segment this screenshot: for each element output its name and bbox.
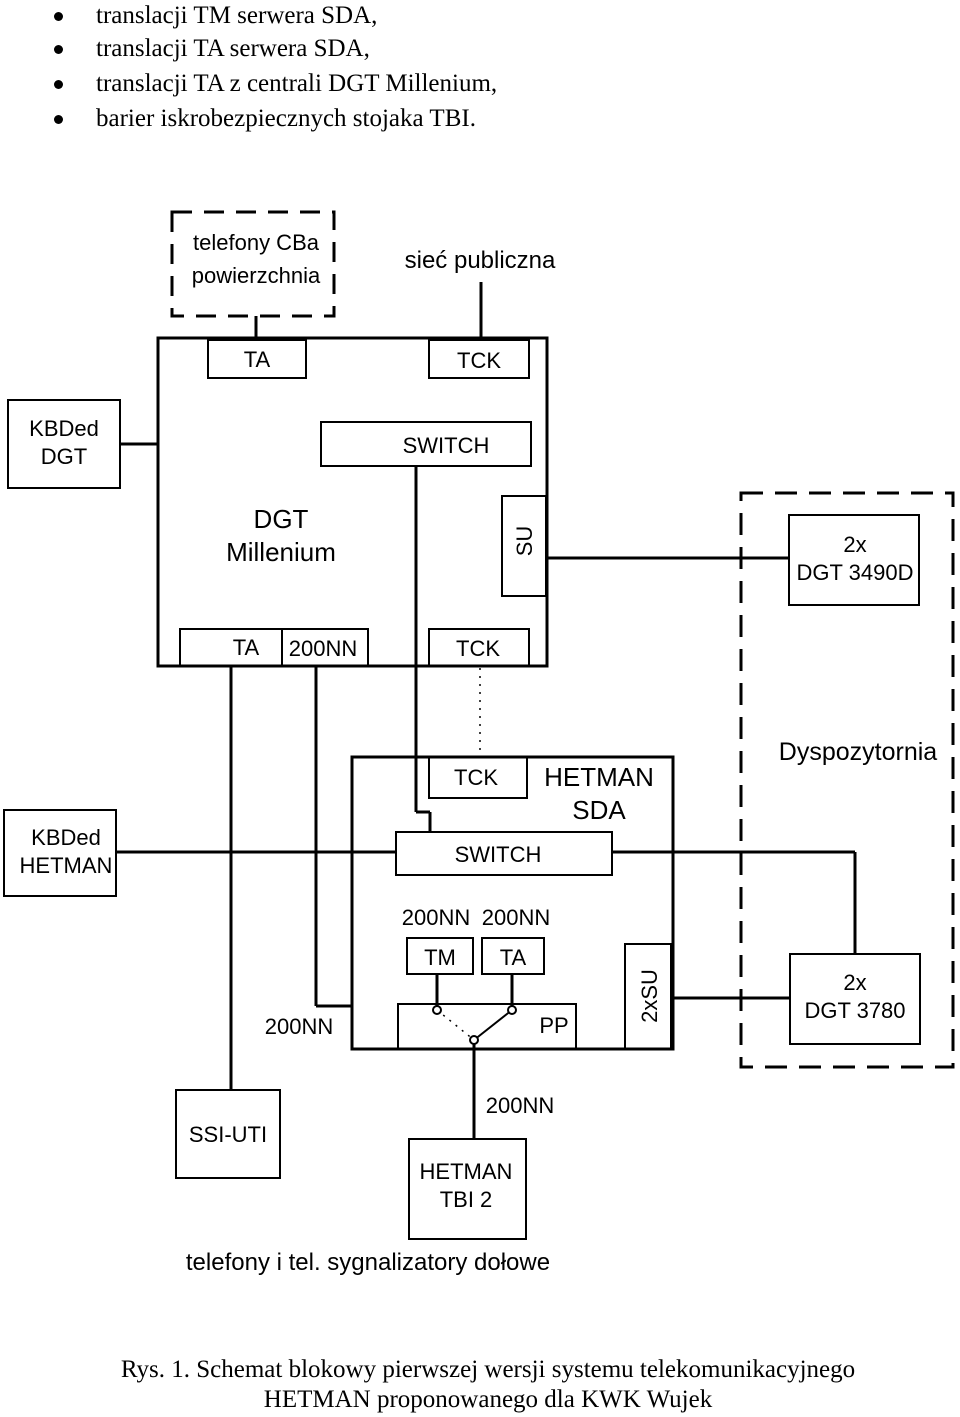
switch-sda-label: SWITCH <box>455 842 542 867</box>
dgt-millenium-line2: Millenium <box>226 537 336 567</box>
ta-bottom-label: TA <box>233 635 260 660</box>
underground-phones-label: telefony i tel. sygnalizatory dołowe <box>186 1249 550 1276</box>
bullet-item: translacji TA z centrali DGT Millenium, <box>96 70 498 97</box>
ta-200nn-bottom-box <box>179 628 369 667</box>
dgt3490-line2: DGT 3490D <box>797 560 914 585</box>
phones-cba-line2: powierzchnia <box>192 263 321 288</box>
bullet-dot <box>54 115 63 124</box>
nn-left-label: 200NN <box>265 1014 333 1039</box>
bullet-dot <box>54 80 63 89</box>
ta-sda-label: TA <box>500 945 527 970</box>
pp-label: PP <box>539 1013 568 1038</box>
dgt-millenium-box <box>156 336 549 668</box>
nn-tbi-label: 200NN <box>486 1093 554 1118</box>
nn-bottom-label: 200NN <box>289 636 357 661</box>
phones-cba-line1: telefony CBa <box>193 230 320 255</box>
dgt3490-line1: 2x <box>843 532 866 557</box>
two-su-label: 2xSU <box>637 969 662 1023</box>
caption-line1: Rys. 1. Schemat blokowy pierwszej wersji… <box>121 1356 855 1383</box>
dgt-millenium-line1: DGT <box>254 504 309 534</box>
kbded-dgt-line1: KBDed <box>29 416 99 441</box>
tck-bottom-label: TCK <box>456 636 500 661</box>
switch-dgt-box <box>320 421 532 467</box>
nn-tm-label: 200NN <box>402 905 470 930</box>
su-label: SU <box>512 526 537 557</box>
bullet-item: barier iskrobezpiecznych stojaka TBI. <box>96 105 476 132</box>
nn-ta-label: 200NN <box>482 905 550 930</box>
tck-top-label: TCK <box>457 348 501 373</box>
public-network-label: sieć publiczna <box>405 247 556 274</box>
ssi-uti-box <box>175 1089 281 1179</box>
kbded-dgt-line2: DGT <box>41 444 87 469</box>
contact-point <box>432 1005 442 1015</box>
dgt3490-box <box>788 514 920 606</box>
caption-line2: HETMAN proponowanego dla KWK Wujek <box>264 1386 713 1413</box>
tck-sda-box <box>428 756 528 799</box>
bullet-dot <box>54 45 63 54</box>
hetman-tbi-box <box>408 1138 527 1240</box>
ssi-uti-label: SSI-UTI <box>189 1122 267 1147</box>
dgt3780-line1: 2x <box>843 970 866 995</box>
bullet-dot <box>54 12 63 21</box>
pp-box <box>397 1003 577 1050</box>
switch-dgt-label: SWITCH <box>403 433 490 458</box>
tck-sda-label: TCK <box>454 765 498 790</box>
contact-point <box>507 1005 517 1015</box>
kbded-hetman-line1: KBDed <box>31 825 101 850</box>
phones-cba-box <box>170 210 336 318</box>
dispatch-box <box>739 491 955 1069</box>
contact-point <box>469 1035 479 1045</box>
dispatch-label: Dyspozytornia <box>779 738 937 766</box>
tck-bottom-box <box>428 628 530 667</box>
dgt3780-line2: DGT 3780 <box>804 998 905 1023</box>
tm-label: TM <box>424 945 456 970</box>
hetman-tbi-line2: TBI 2 <box>440 1187 493 1212</box>
tck-top-box <box>428 339 530 379</box>
hetman-sda-line2: SDA <box>572 795 626 825</box>
bullet-item: translacji TA serwera SDA, <box>96 35 370 62</box>
kbded-hetman-line2: HETMAN <box>20 853 113 878</box>
ta-top-label: TA <box>244 347 271 372</box>
hetman-sda-line1: HETMAN <box>544 762 654 792</box>
tm-box <box>406 937 474 975</box>
su-box <box>501 495 547 597</box>
hetman-tbi-line1: HETMAN <box>420 1159 513 1184</box>
bullet-item: translacji TM serwera SDA, <box>96 2 378 29</box>
